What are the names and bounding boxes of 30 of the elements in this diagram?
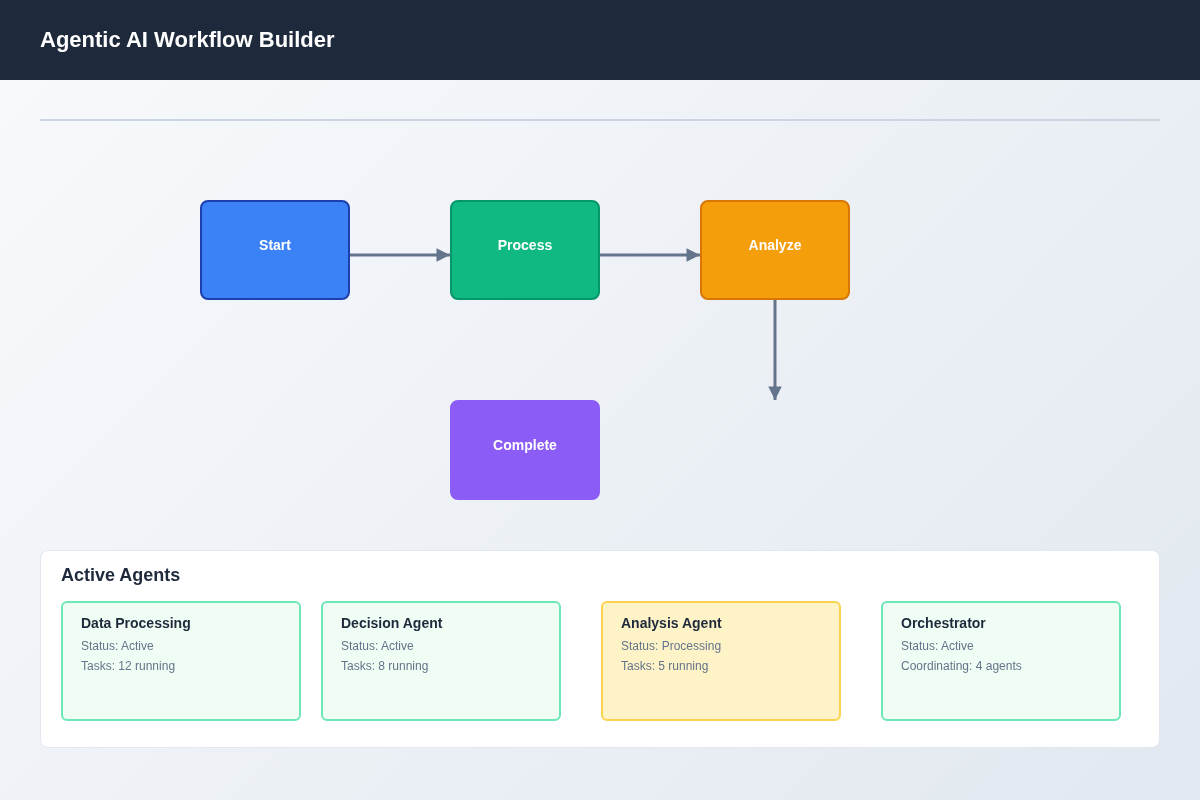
agent-card: [601, 601, 841, 721]
process-box: [200, 200, 350, 300]
agent-detail: Status: Active: [341, 639, 414, 653]
process-box: [450, 400, 600, 500]
process-box: [450, 200, 600, 300]
agent-detail: Status: Active: [901, 639, 974, 653]
process-box: [700, 200, 850, 300]
agent-detail: Status: Active: [81, 639, 154, 653]
agent-name: Orchestrator: [901, 615, 986, 631]
node-label: Analyze: [748, 237, 802, 253]
arrow: [600, 248, 700, 262]
agent-card: [61, 601, 301, 721]
agent-detail: Tasks: 8 running: [341, 659, 429, 673]
agent-name: Analysis Agent: [621, 615, 722, 631]
arrow: [768, 300, 782, 400]
node-label: Complete: [493, 437, 557, 453]
agent-detail: Tasks: 5 running: [621, 659, 709, 673]
node-label: Start: [259, 237, 291, 253]
agent-name: Data Processing: [81, 615, 191, 631]
agent-detail: Tasks: 12 running: [81, 659, 176, 673]
agent-detail: Coordinating: 4 agents: [901, 659, 1022, 673]
node-label: Process: [497, 237, 553, 253]
agent-card: [321, 601, 561, 721]
page-title: Agentic AI Workflow Builder: [40, 27, 335, 53]
agents-panel: [40, 550, 1160, 748]
panel-heading: Active Agents: [61, 565, 181, 586]
arrow: [350, 248, 450, 262]
agent-detail: Status: Processing: [621, 639, 722, 653]
agent-card: [881, 601, 1121, 721]
agent-name: Decision Agent: [341, 615, 443, 631]
